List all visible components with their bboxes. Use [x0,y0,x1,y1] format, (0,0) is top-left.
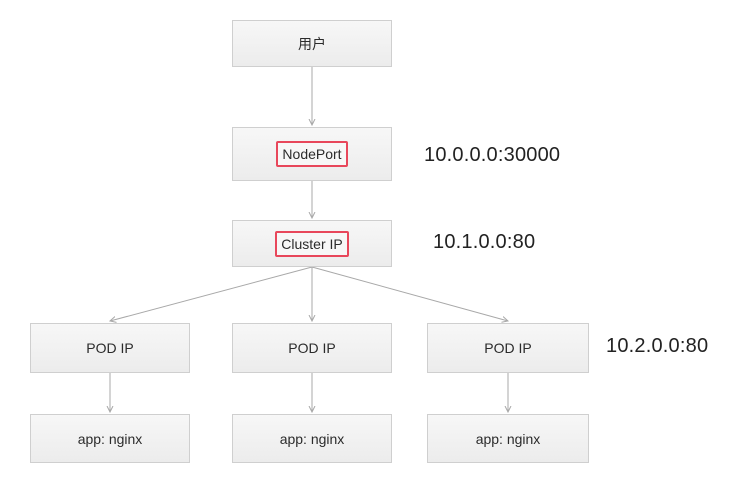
user-node-label: 用户 [298,35,326,52]
app-nginx-node-1: app: nginx [30,414,190,463]
pod-ip-node-2-label: POD IP [288,340,336,356]
app-nginx-node-2: app: nginx [232,414,392,463]
cluster-ip-node: Cluster IP [232,220,392,267]
connector-clusterip-to-pod-1 [110,266,313,321]
connector-clusterip-to-pod-3 [311,266,508,321]
pod-ip-node-3-label: POD IP [484,340,532,356]
app-nginx-node-3-label: app: nginx [475,430,541,447]
pod-ip-node-1-label: POD IP [86,340,134,356]
pod-ip-address: 10.2.0.0:80 [606,335,709,357]
user-node: 用户 [232,20,392,67]
app-nginx-node-3: app: nginx [427,414,589,463]
cluster-ip-node-label: Cluster IP [275,230,349,257]
pod-ip-node-2: POD IP [232,323,392,373]
nodeport-node: NodePort [232,127,392,181]
cluster-ip-address: 10.1.0.0:80 [433,231,536,253]
pod-ip-node-1: POD IP [30,323,190,373]
app-nginx-node-2-label: app: nginx [279,430,345,447]
app-nginx-node-1-label: app: nginx [77,430,143,447]
nodeport-address: 10.0.0.0:30000 [424,144,561,166]
pod-ip-node-3: POD IP [427,323,589,373]
nodeport-node-label: NodePort [276,141,348,167]
